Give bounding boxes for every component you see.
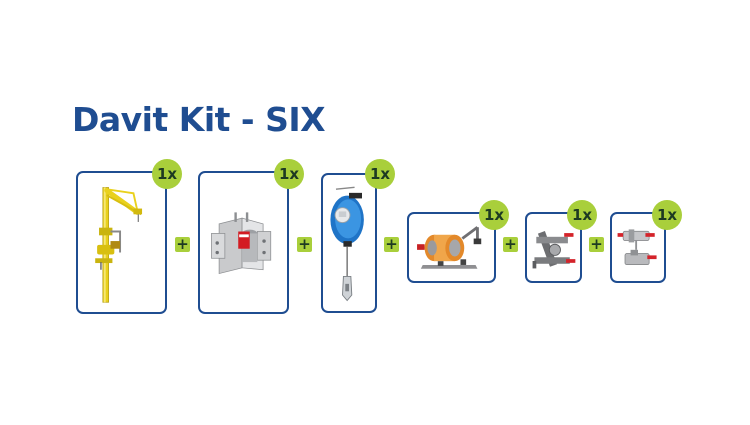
plus-icon: + bbox=[589, 235, 604, 253]
component-card-mounting-base: 1x bbox=[198, 159, 304, 314]
quantity-badge: 1x bbox=[652, 200, 682, 230]
winch-icon bbox=[417, 226, 482, 269]
block-bracket-icon bbox=[617, 229, 657, 266]
component-card-winch: 1x bbox=[407, 200, 509, 283]
davit-arm-icon bbox=[95, 187, 143, 303]
quantity-badge: 1x bbox=[567, 200, 597, 230]
quantity-badge: 1x bbox=[274, 159, 304, 189]
component-card-block-bracket: 1x bbox=[610, 200, 682, 283]
component-card-winch-bracket: 1x bbox=[525, 200, 597, 283]
quantity-badge: 1x bbox=[365, 159, 395, 189]
plus-icon: + bbox=[297, 235, 312, 253]
plus-icon: + bbox=[384, 235, 399, 253]
plus-icon: + bbox=[503, 235, 518, 253]
fall-arrest-block-icon bbox=[330, 186, 364, 302]
mounting-base-icon bbox=[211, 212, 272, 275]
quantity-badge: 1x bbox=[479, 200, 509, 230]
component-card-davit-arm: 1x bbox=[76, 159, 182, 314]
quantity-badge: 1x bbox=[152, 159, 182, 189]
page-title: Davit Kit - SIX bbox=[72, 100, 326, 139]
winch-bracket-icon bbox=[532, 231, 576, 269]
component-card-fall-arrest-block: 1x bbox=[321, 159, 395, 313]
plus-icon: + bbox=[175, 235, 190, 253]
